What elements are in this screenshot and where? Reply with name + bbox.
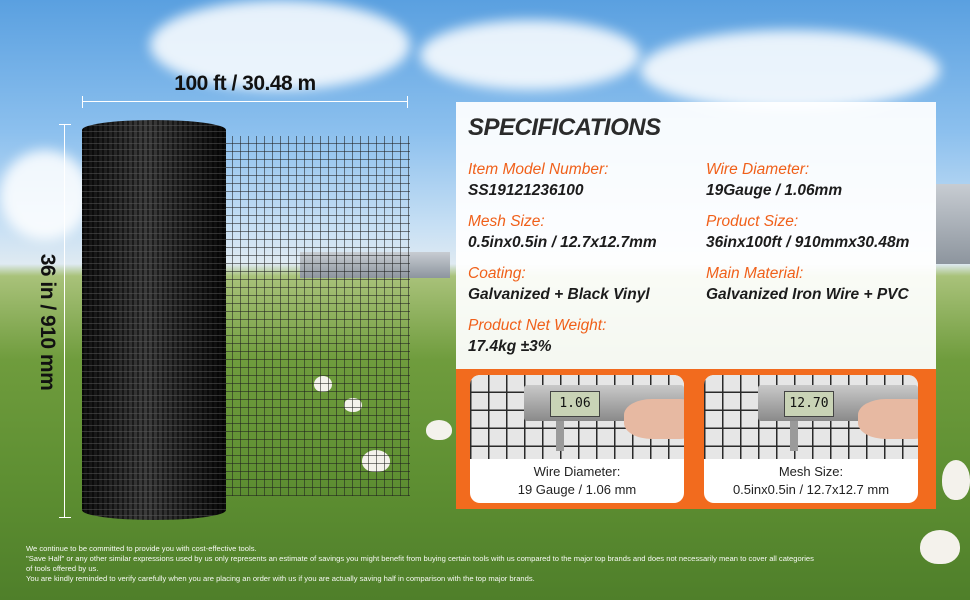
- spec-label: Wire Diameter:: [706, 161, 810, 178]
- spec-label: Mesh Size:: [468, 213, 545, 230]
- cloud: [640, 30, 940, 110]
- cloud: [150, 0, 410, 90]
- caption-value: 19 Gauge / 1.06 mm: [517, 482, 637, 497]
- measurement-strip: 1.06 Wire Diameter: 19 Gauge / 1.06 mm 1…: [456, 369, 936, 509]
- caliper-readout: 1.06: [550, 391, 600, 417]
- barn: [936, 184, 970, 264]
- card-caption: Mesh Size: 0.5inx0.5in / 12.7x12.7 mm: [704, 463, 918, 499]
- spec-wire-diameter: Wire Diameter: 19Gauge / 1.06mm: [706, 160, 936, 202]
- height-dimension-label: 36 in / 910 mm: [36, 253, 59, 391]
- mesh-roll-texture: [82, 120, 226, 520]
- caliper-photo: 1.06: [470, 375, 684, 459]
- spec-value: 17.4kg ±3%: [468, 338, 552, 355]
- disclaimer-line: We continue to be committed to provide y…: [26, 544, 257, 553]
- spec-value: SS19121236100: [468, 182, 584, 199]
- disclaimer-line: You are kindly reminded to verify carefu…: [26, 574, 535, 583]
- cloud: [0, 150, 90, 240]
- caption-title: Mesh Size:: [778, 464, 844, 479]
- height-dimension-line: [59, 124, 71, 518]
- spec-net-weight: Product Net Weight: 17.4kg ±3%: [468, 316, 698, 358]
- chicken: [426, 420, 452, 440]
- spec-coating: Coating: Galvanized + Black Vinyl: [468, 264, 698, 306]
- spec-label: Item Model Number:: [468, 161, 609, 178]
- spec-main-material: Main Material: Galvanized Iron Wire + PV…: [706, 264, 936, 306]
- hand: [624, 399, 684, 439]
- spec-value: 36inx100ft / 910mmx30.48m: [706, 234, 910, 251]
- spec-product-size: Product Size: 36inx100ft / 910mmx30.48m: [706, 212, 936, 254]
- length-dimension-label: 100 ft / 30.48 m: [174, 72, 316, 95]
- wire-diameter-card: 1.06 Wire Diameter: 19 Gauge / 1.06 mm: [470, 375, 684, 503]
- caliper-jaw: [790, 421, 798, 451]
- caption-value: 0.5inx0.5in / 12.7x12.7 mm: [732, 482, 890, 497]
- length-dimension-line: [82, 96, 408, 108]
- unrolled-mesh: [224, 136, 410, 496]
- spec-label: Product Size:: [706, 213, 799, 230]
- disclaimer-line: of tools offered by us.: [26, 564, 99, 573]
- specifications-panel: SPECIFICATIONS Item Model Number: SS1912…: [456, 102, 936, 369]
- spec-mesh-size: Mesh Size: 0.5inx0.5in / 12.7x12.7mm: [468, 212, 698, 254]
- card-caption: Wire Diameter: 19 Gauge / 1.06 mm: [470, 463, 684, 499]
- caliper-jaw: [556, 421, 564, 451]
- spec-model-number: Item Model Number: SS19121236100: [468, 160, 698, 202]
- caliper-readout: 12.70: [784, 391, 834, 417]
- chicken: [920, 530, 960, 564]
- spec-value: 0.5inx0.5in / 12.7x12.7mm: [468, 234, 657, 251]
- spec-label: Coating:: [468, 265, 526, 282]
- spec-value: Galvanized + Black Vinyl: [468, 286, 650, 303]
- cloud: [420, 20, 640, 90]
- disclaimer-line: "Save Half" or any other similar express…: [26, 554, 814, 563]
- caption-title: Wire Diameter:: [533, 464, 621, 479]
- caliper-photo: 12.70: [704, 375, 918, 459]
- spec-label: Main Material:: [706, 265, 804, 282]
- mesh-size-card: 12.70 Mesh Size: 0.5inx0.5in / 12.7x12.7…: [704, 375, 918, 503]
- spec-label: Product Net Weight:: [468, 317, 607, 334]
- chicken: [942, 460, 970, 500]
- hand: [858, 399, 918, 439]
- specifications-title: SPECIFICATIONS: [468, 114, 661, 141]
- spec-value: 19Gauge / 1.06mm: [706, 182, 843, 199]
- spec-value: Galvanized Iron Wire + PVC: [706, 286, 909, 303]
